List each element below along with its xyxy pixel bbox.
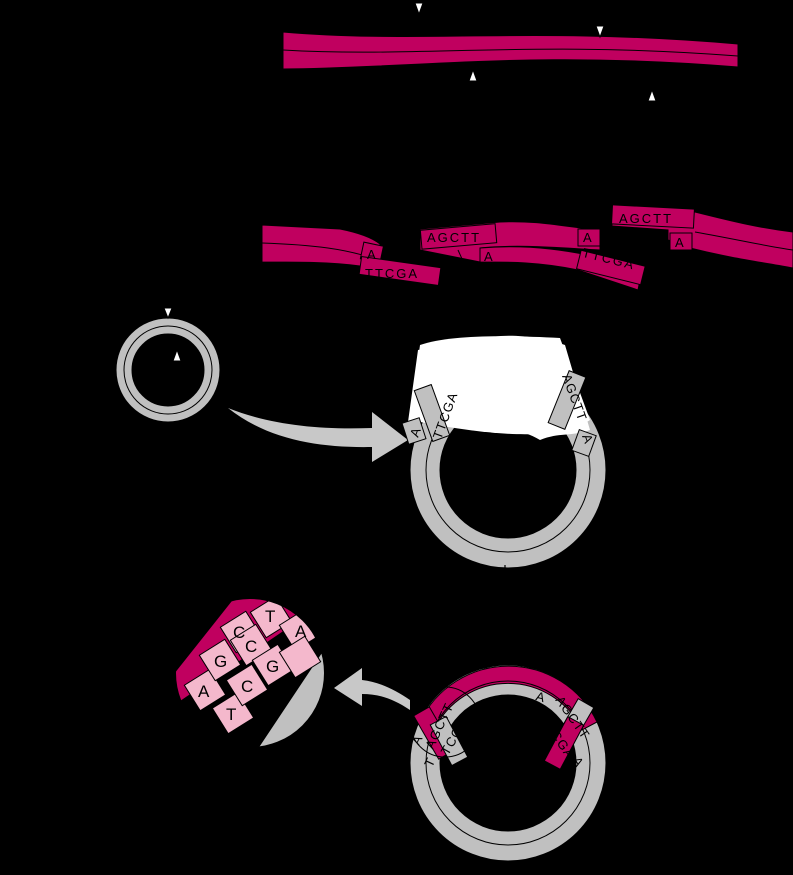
base-label: A — [583, 230, 592, 245]
cut-site-marker — [172, 348, 182, 362]
cut-site-marker — [163, 307, 173, 320]
fragment-left — [261, 224, 442, 287]
opened-vector — [401, 335, 607, 569]
pointer-line — [457, 249, 487, 313]
base-label: A — [295, 622, 307, 641]
pointer-line — [547, 281, 599, 313]
base-label: C — [241, 677, 253, 696]
zoom-arrow — [334, 668, 410, 710]
base-label: A — [484, 249, 493, 264]
cut-site-marker — [414, 2, 424, 16]
fragment-right — [611, 204, 793, 269]
zoom-detail — [175, 598, 325, 748]
base-label: A — [534, 688, 547, 705]
base-label: C — [245, 637, 257, 656]
base-label: TTCGA — [365, 266, 419, 281]
base-label: G — [214, 652, 227, 671]
join-label: „Lepkie końce" stykają się — [529, 589, 679, 604]
vector-dna-label: DNA wektora — [0, 370, 77, 385]
base-label: T — [265, 607, 275, 626]
base-label: C — [233, 623, 245, 642]
base-label: AGCTT — [427, 230, 481, 245]
cut-same-label: enzymem restrykcyjnym — [210, 485, 349, 500]
cut-same-label: Cięcie tym samym — [214, 466, 320, 481]
sticky-ends-label: „Lepkie końce" — [466, 316, 552, 331]
base-label: G — [266, 657, 279, 676]
zoom-border — [174, 597, 326, 749]
base-label: AGCTT — [619, 211, 673, 226]
base-label: T — [226, 705, 236, 724]
cut-site-marker — [647, 88, 657, 102]
cut-enzyme-label: Cięcie enzymem restrykcyjnym — [524, 122, 703, 137]
enzyme-name: EcoRI — [528, 140, 565, 155]
base-label: A — [198, 682, 210, 701]
process-arrow — [228, 408, 408, 462]
base-label: A — [367, 247, 376, 262]
dna-label: DNA — [231, 46, 259, 61]
vector-plasmid — [115, 317, 221, 423]
cut-site-marker — [595, 25, 605, 39]
fragment-middle — [419, 221, 646, 291]
cut-site-marker — [468, 68, 478, 82]
base-label: A — [675, 235, 684, 250]
genomic-dna — [282, 31, 739, 70]
join-label: i łączą — [533, 607, 571, 622]
recombinant-plasmid — [409, 664, 607, 862]
